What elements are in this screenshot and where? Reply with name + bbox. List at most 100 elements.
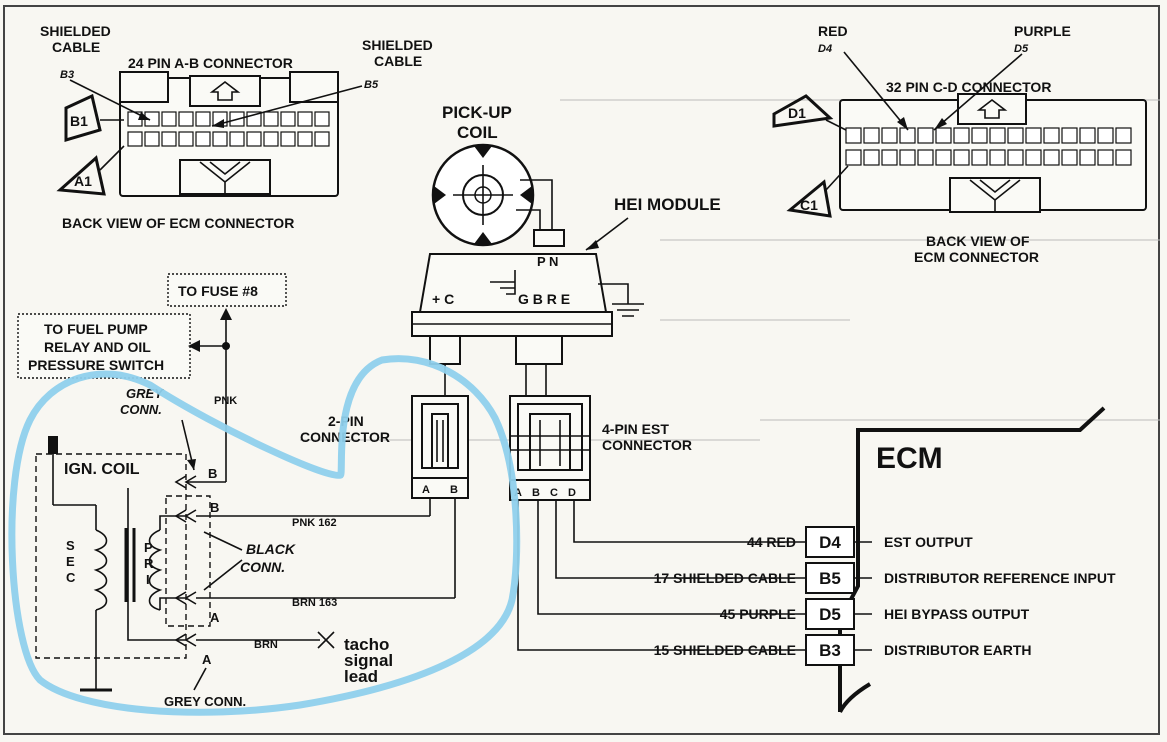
connector-cd-pin — [971, 149, 988, 166]
ecm-row-function: DISTRIBUTOR REFERENCE INPUT — [884, 570, 1116, 586]
pri-letter-i: I — [146, 572, 150, 587]
coil-wires: PNK 162 BRN 163 BRN tacho signal lead — [196, 515, 455, 686]
terminal-a2-icon — [174, 633, 197, 647]
terminal-b1-icon — [174, 475, 197, 489]
grey-conn-bottom: GREY CONN. — [164, 694, 246, 709]
connector-cd-pin — [899, 127, 916, 144]
hei-lower-tab-left — [429, 335, 461, 365]
pri-letter-r: R — [144, 556, 154, 571]
four-pin-d: D — [568, 487, 576, 499]
wire-pnk162-label: PNK 162 — [292, 517, 337, 529]
connector-cd-pin — [881, 149, 898, 166]
tacho-line3: lead — [344, 667, 378, 686]
four-pin-label-strip — [509, 479, 591, 501]
hei-gbre-label: G B R E — [518, 291, 570, 307]
ecm-row-function: DISTRIBUTOR EARTH — [884, 642, 1032, 658]
connector-cd-pin — [1061, 149, 1078, 166]
shielded-cable-left-line1: SHIELDED — [40, 23, 111, 39]
fuel-pump-line1: TO FUEL PUMP — [44, 321, 148, 337]
connector-cd-pin — [1025, 149, 1042, 166]
hei-lower-tab-right — [515, 335, 563, 365]
ecm-pin-box — [805, 598, 855, 630]
connector-ab-pin — [263, 131, 279, 147]
connector-ab-pin — [212, 131, 228, 147]
connector-ab-pin — [229, 131, 245, 147]
connector-ab-pin — [297, 111, 313, 127]
ecm-row-function: HEI BYPASS OUTPUT — [884, 606, 1030, 622]
ign-coil-frame — [35, 453, 187, 659]
connector-cd-pin — [881, 127, 898, 144]
sec-letter-s: S — [66, 538, 75, 553]
fuel-pump-box: TO FUEL PUMP RELAY AND OIL PRESSURE SWIT… — [17, 313, 191, 379]
wire-pnk-label: PNK — [214, 395, 237, 407]
pickup-coil-title-line1: PICK-UP — [442, 103, 512, 122]
connector-cd-pin — [989, 127, 1006, 144]
connector-cd-pin — [1097, 127, 1114, 144]
ecm-pin-box — [805, 634, 855, 666]
hei-pn-terminal — [533, 229, 565, 247]
ecm-row-wire: 17 SHIELDED CABLE — [654, 570, 796, 586]
fuse-label: TO FUSE #8 — [178, 283, 258, 299]
coil-terminal-a1: A — [210, 610, 220, 625]
marker-b1: B1 — [70, 113, 88, 129]
pickup-lead-n — [516, 209, 541, 234]
hei-plus-c-label: + C — [432, 291, 454, 307]
marker-c1-shape — [786, 179, 832, 218]
connector-ab-pin — [314, 111, 330, 127]
connector-cd-pin — [845, 127, 862, 144]
four-pin-b: B — [532, 487, 540, 499]
connector-cd-pin — [863, 149, 880, 166]
hei-module: HEI MODULE P N + C G B R E — [411, 195, 721, 396]
hei-ground-symbol-icon — [490, 270, 516, 295]
connector-ab-pin — [246, 131, 262, 147]
connector-ab-left-lug — [119, 71, 169, 103]
coil-terminal-b2: B — [210, 500, 219, 515]
shielded-cable-left-line2: CABLE — [52, 39, 100, 55]
hei-pn-label: P N — [537, 254, 558, 269]
connector-ab-pin — [195, 111, 211, 127]
connector-ab-pin — [297, 131, 313, 147]
four-pin-label-line2: CONNECTOR — [602, 437, 692, 453]
marker-a1-shape — [56, 155, 106, 196]
pickup-lead-p — [520, 179, 553, 234]
two-pin-connector: 2-PIN CONNECTOR A B — [300, 395, 469, 598]
connector-cd-pin — [989, 149, 1006, 166]
connector-ab-pin — [314, 131, 330, 147]
pin-b5-label: B5 — [364, 79, 379, 91]
connector-ab-pin — [144, 131, 160, 147]
hei-module-title: HEI MODULE — [614, 195, 721, 214]
connector-cd-pin — [1061, 127, 1078, 144]
two-pin-a: A — [422, 484, 430, 496]
connector-cd-pin — [1043, 149, 1060, 166]
black-conn-line1: BLACK — [246, 541, 296, 557]
connector-cd: 32 PIN C-D CONNECTOR BACK VIEW OF ECM CO… — [772, 23, 1147, 265]
connector-cd-caption-line1: BACK VIEW OF — [926, 233, 1030, 249]
connector-cd-pin — [953, 127, 970, 144]
connector-ab-pin — [161, 131, 177, 147]
shielded-cable-right-line2: CABLE — [374, 53, 422, 69]
connector-ab-pin — [263, 111, 279, 127]
tacho-line2: signal — [344, 651, 393, 670]
ignition-coil: IGN. COIL S E C P R I B B A A GREY CONN.… — [35, 386, 296, 709]
fuse-box: TO FUSE #8 — [167, 273, 287, 307]
sec-letter-e: E — [66, 554, 75, 569]
ecm-row-wire: 45 PURPLE — [720, 606, 796, 622]
connector-cd-pin — [1097, 149, 1114, 166]
connector-ab-key — [189, 75, 261, 107]
wire-brn-label: BRN — [254, 639, 278, 651]
ecm-pin-box — [805, 562, 855, 594]
two-pin-b: B — [450, 484, 458, 496]
two-pin-label-strip — [411, 477, 469, 499]
ecm-row-pin: B3 — [819, 641, 841, 660]
connector-cd-pin — [1115, 149, 1132, 166]
grey-conn-top-line2: CONN. — [120, 402, 162, 417]
connector-cd-pin — [917, 149, 934, 166]
pickup-coil: PICK-UP COIL — [431, 103, 553, 247]
four-pin-c: C — [550, 487, 558, 499]
pin-b3-label: B3 — [60, 69, 74, 81]
ecm-row-pin: B5 — [819, 569, 841, 588]
page-border — [3, 5, 1160, 735]
